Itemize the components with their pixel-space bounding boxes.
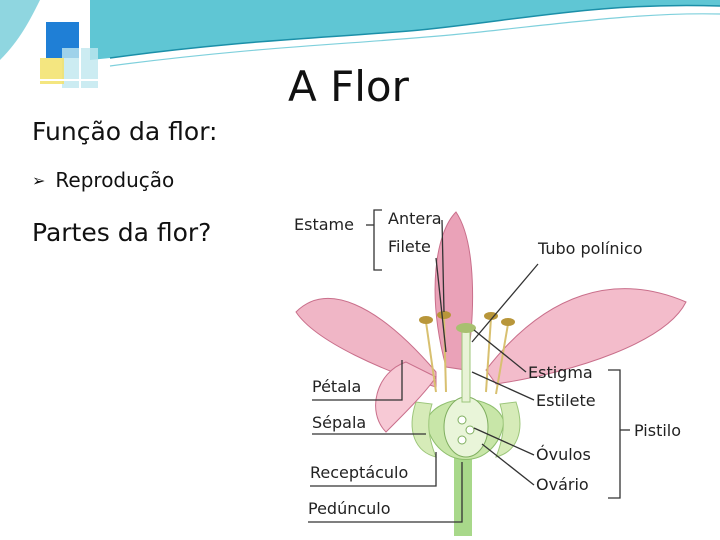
wave-line-1 xyxy=(109,4,720,59)
label-estame: Estame xyxy=(294,215,354,234)
line-tubo-polinico xyxy=(471,263,539,343)
header-wave-decoration xyxy=(0,0,720,67)
label-estigma: Estigma xyxy=(528,363,593,382)
label-pedunculo: Pedúnculo xyxy=(308,499,391,518)
petal-right-shape xyxy=(485,288,687,385)
filament-3 xyxy=(485,317,492,393)
line-pedunculo xyxy=(308,462,463,523)
sepal-right-shape xyxy=(495,401,521,458)
filament-1 xyxy=(425,321,437,393)
label-petala: Pétala xyxy=(312,377,361,396)
line-ovulos xyxy=(473,427,535,456)
wave-line-2 xyxy=(109,13,720,67)
subtitle-text: Função da flor: xyxy=(32,117,218,146)
line-ovario xyxy=(481,443,535,486)
filament-4 xyxy=(495,323,509,395)
bullet-text: Reprodução xyxy=(55,168,175,192)
bracket-estame xyxy=(373,209,382,271)
line-antera xyxy=(441,219,445,313)
stigma-shape xyxy=(456,323,476,333)
line-filete xyxy=(435,257,447,353)
flower-diagram: Estame Antera Filete Tubo polínico Pétal… xyxy=(286,172,706,536)
wave-corner xyxy=(0,0,40,60)
line-receptaculo xyxy=(310,452,437,487)
label-tubo-polinico: Tubo polínico xyxy=(537,239,643,258)
line-estigma xyxy=(473,329,527,373)
ovule-2 xyxy=(465,425,475,435)
square-decoration xyxy=(40,18,110,98)
label-receptaculo: Receptáculo xyxy=(310,463,408,482)
anther-2 xyxy=(437,311,451,319)
ovary-shape xyxy=(443,396,489,458)
bracket-pistilo xyxy=(608,369,621,499)
slide-title: A Flor xyxy=(288,62,409,111)
style-shape xyxy=(461,331,471,403)
arrow-bullet-icon: ➢ xyxy=(32,171,46,190)
petal-front-shape xyxy=(375,361,437,433)
anther-1 xyxy=(419,316,433,324)
anther-3 xyxy=(484,312,498,320)
stem-shape xyxy=(454,442,472,536)
label-ovario: Ovário xyxy=(536,475,589,494)
anther-4 xyxy=(501,318,515,326)
label-estilete: Estilete xyxy=(536,391,596,410)
label-pistilo: Pistilo xyxy=(634,421,681,440)
ovule-3 xyxy=(457,435,467,445)
line-petala xyxy=(312,360,403,401)
filament-2 xyxy=(443,316,447,393)
label-sepala: Sépala xyxy=(312,413,366,432)
label-antera: Antera xyxy=(388,209,442,228)
ovule-1 xyxy=(457,415,467,425)
bullet-item: ➢ Reprodução xyxy=(32,168,174,192)
label-filete: Filete xyxy=(388,237,431,256)
label-ovulos: Óvulos xyxy=(536,445,591,464)
line-estilete xyxy=(471,371,535,401)
question-text: Partes da flor? xyxy=(32,218,212,247)
